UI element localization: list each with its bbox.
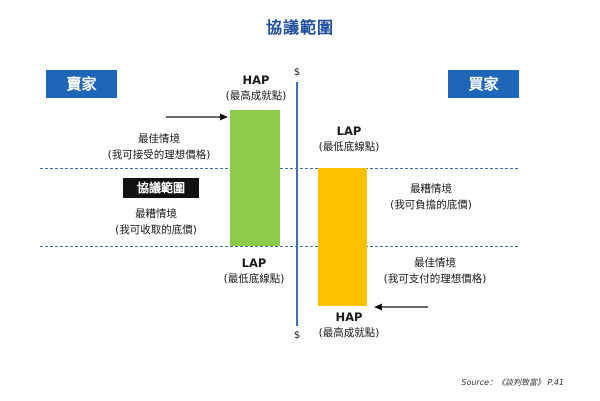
buyer-lap-heading: LAP [336, 124, 362, 138]
seller-best-heading: 最佳情境 [138, 133, 180, 145]
buyer-range-bar [318, 168, 367, 306]
seller-best-text: (我可接受的理想價格) [107, 149, 211, 161]
buyer-lap-text: (最低底線點) [318, 141, 380, 153]
seller-hap-block: HAP (最高成就點) [201, 72, 311, 104]
buyer-hap-heading: HAP [335, 310, 363, 324]
buyer-label: 買家 [448, 70, 519, 98]
seller-arrow-icon [166, 113, 228, 121]
seller-range-bar [230, 110, 280, 246]
seller-worst-block: 最糟情境 (我可收取的底價) [96, 206, 216, 238]
seller-label: 賣家 [46, 70, 117, 98]
zone-lower-dashed-line [40, 246, 518, 247]
seller-lap-block: LAP (最低底線點) [199, 255, 309, 287]
buyer-hap-text: (最高成就點) [318, 327, 380, 339]
buyer-arrow-icon [374, 303, 428, 311]
buyer-lap-block: LAP (最低底線點) [294, 123, 404, 155]
price-axis-bottom-symbol: $ [293, 330, 301, 341]
buyer-worst-block: 最糟情境 (我可負擔的底價) [375, 181, 487, 213]
price-axis-top-symbol: $ [293, 67, 301, 78]
buyer-worst-heading: 最糟情境 [410, 183, 452, 195]
seller-hap-heading: HAP [242, 73, 270, 87]
seller-lap-text: (最低底線點) [223, 273, 285, 285]
seller-worst-heading: 最糟情境 [135, 208, 177, 220]
source-citation: Source：《談判致富》 P.41 [461, 378, 564, 387]
buyer-hap-block: HAP (最高成就點) [294, 309, 404, 341]
buyer-worst-text: (我可負擔的底價) [390, 199, 472, 211]
buyer-best-text: (我可支付的理想價格) [383, 273, 487, 285]
seller-worst-text: (我可收取的底價) [115, 224, 197, 236]
zone-label-badge: 協議範圍 [123, 178, 199, 198]
seller-lap-heading: LAP [241, 256, 267, 270]
seller-best-block: 最佳情境 (我可接受的理想價格) [94, 131, 224, 163]
buyer-best-block: 最佳情境 (我可支付的理想價格) [372, 255, 498, 287]
seller-hap-text: (最高成就點) [225, 90, 287, 102]
price-axis [296, 82, 298, 326]
buyer-best-heading: 最佳情境 [414, 257, 456, 269]
page-title: 協議範圍 [265, 18, 334, 37]
